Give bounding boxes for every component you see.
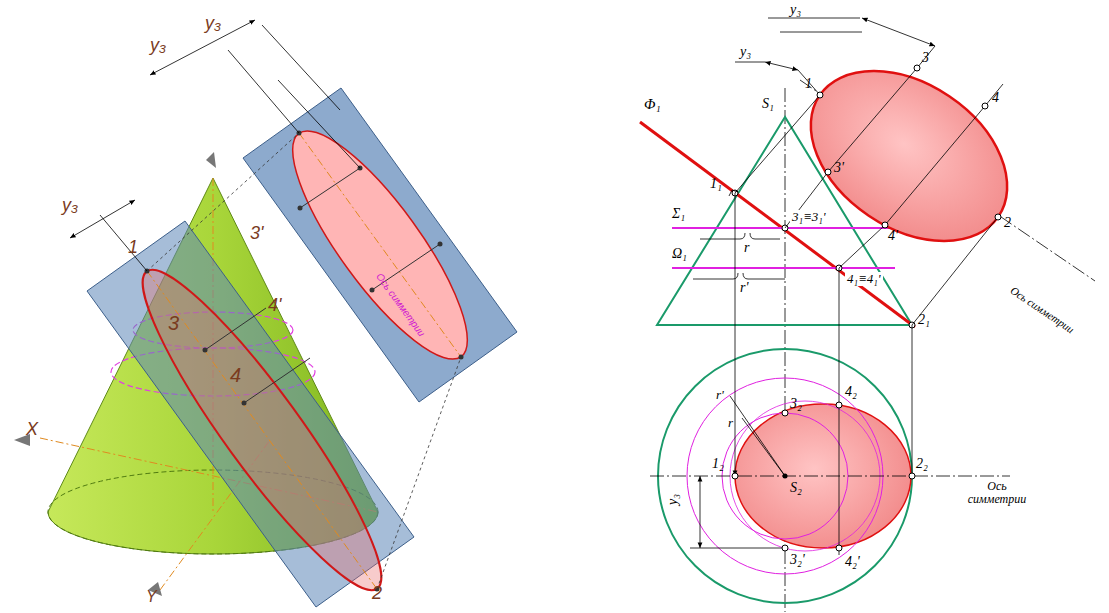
top-view — [650, 193, 1010, 603]
callout-label: y₃ — [205, 14, 221, 34]
dimension-3d — [70, 20, 360, 271]
callout-label: 3₂' — [790, 552, 805, 567]
callout-label: r' — [716, 388, 724, 402]
callout-label: 2 — [372, 584, 382, 604]
callout-label: 4' — [888, 228, 898, 243]
callout-label: S₁ — [762, 96, 774, 111]
callout-label: 3₂ — [790, 396, 802, 411]
projection-lines-3d — [147, 133, 461, 589]
true-size-plane-3d — [243, 88, 517, 402]
callout-label: 3 — [922, 50, 929, 65]
callout-label: Y — [146, 588, 157, 606]
callout-label: S₂ — [790, 480, 802, 495]
callout-label: 2₁ — [918, 312, 930, 327]
callout-label: Ось симметрии — [1008, 284, 1076, 336]
callout-label: r' — [740, 280, 748, 295]
section-true-size — [735, 36, 1095, 325]
callout-label: 3 — [168, 312, 179, 334]
callout-label: 1 — [805, 76, 812, 91]
callout-label: 1₂ — [712, 456, 724, 471]
callout-label: Φ₁ — [644, 96, 661, 113]
callout-label: 1 — [128, 238, 138, 258]
callout-label: 3' — [250, 224, 263, 244]
callout-label: 1₁ — [710, 176, 722, 191]
callout-label: r — [728, 416, 733, 430]
callout-label: y₃ — [150, 36, 166, 56]
callout-label: 3' — [834, 160, 844, 175]
dimension-right — [735, 18, 935, 70]
callout-label: y₃ — [62, 196, 78, 216]
callout-label: 4₁≡4₁' — [845, 272, 883, 286]
callout-label: 4₂ — [845, 384, 857, 399]
callout-label: 2 — [1004, 215, 1011, 230]
callout-label: Ω₁ — [672, 246, 687, 261]
callout-label: 2₂ — [916, 456, 928, 471]
callout-label: r — [744, 240, 749, 255]
callout-label: Ось симметрии — [962, 480, 1032, 506]
callout-label: 4 — [992, 90, 999, 105]
callout-label: y₃ — [788, 2, 803, 17]
callout-label: y₃ — [738, 44, 753, 59]
callout-label: 4₂' — [845, 554, 860, 569]
callout-label: Σ₁ — [672, 206, 685, 221]
callout-label: y₃ — [665, 494, 680, 505]
callout-label: 3₁≡3₁' — [790, 210, 828, 224]
callout-label: X — [26, 420, 38, 440]
callout-label: 4' — [268, 296, 281, 316]
callout-label: 4 — [230, 364, 241, 386]
